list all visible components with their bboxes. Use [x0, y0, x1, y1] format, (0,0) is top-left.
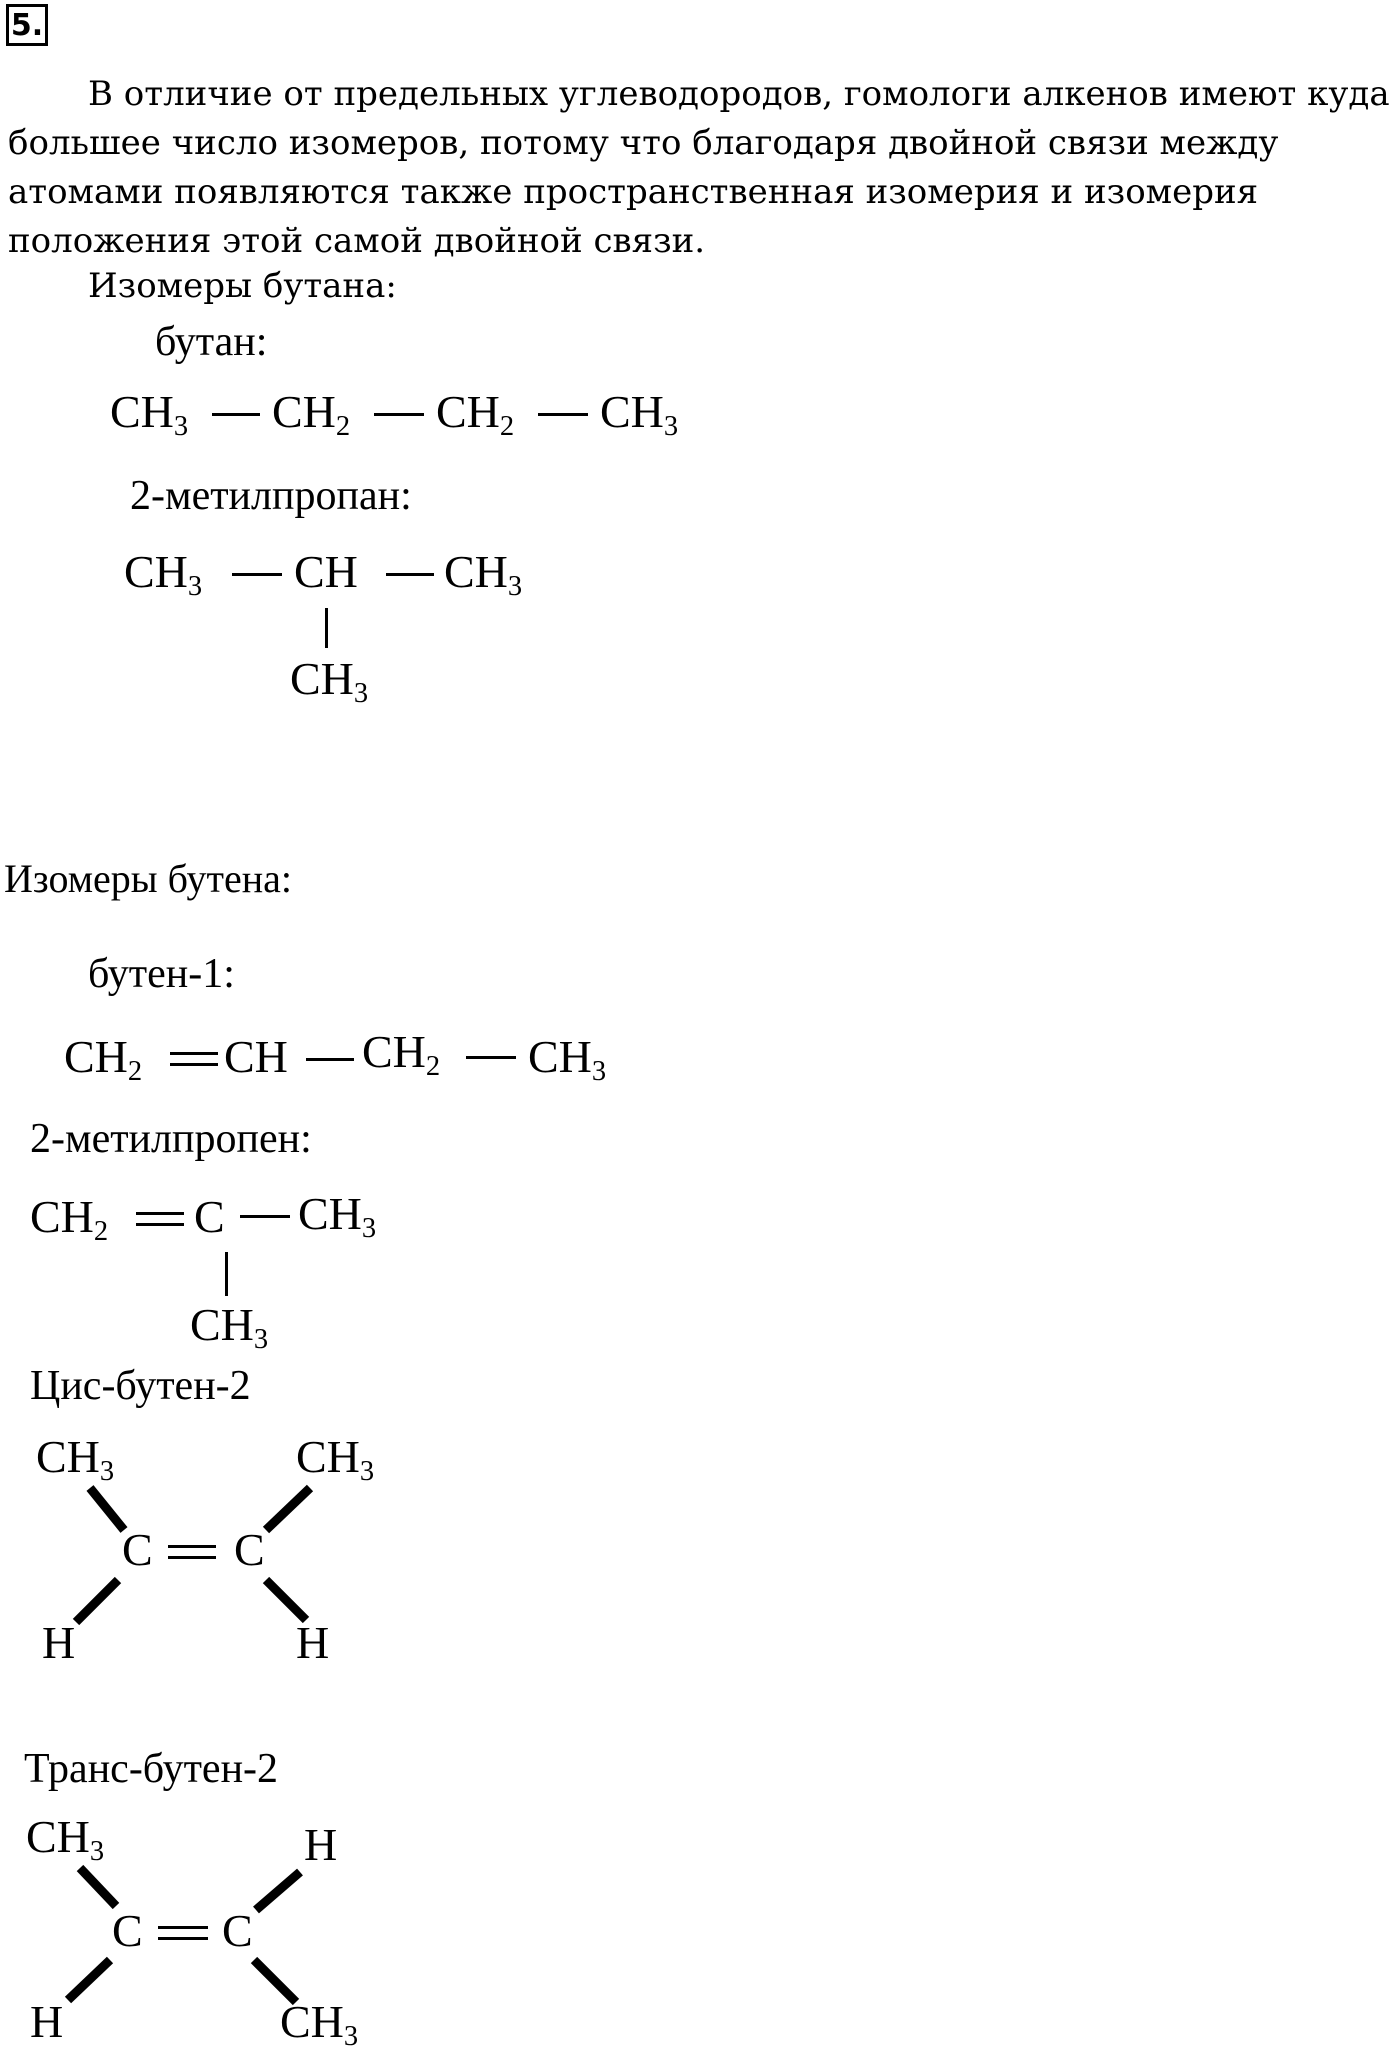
trans-ch3-top-left: CH3 [26, 1811, 105, 1867]
double-bond-line-1 [158, 1926, 208, 1929]
methylpropene-c: C [194, 1191, 225, 1242]
butane-ch3-end: CH3 [600, 386, 679, 442]
methylpropane-ch3-right: CH3 [444, 546, 523, 602]
butane-ch2-b: CH2 [436, 386, 515, 442]
cis-bond-h-right [262, 1576, 310, 1624]
butane-ch2-a: CH2 [272, 386, 351, 442]
methylpropene-label: 2-метилпропен: [30, 1116, 312, 1162]
cis-bond-h-left [72, 1576, 122, 1626]
butene1-ch2-b: CH2 [362, 1026, 441, 1082]
trans-bond-h-right [253, 1868, 303, 1914]
butene1-ch: CH [224, 1031, 288, 1082]
cis-butene2-label: Цис-бутен-2 [30, 1363, 251, 1409]
methylpropane-label: 2-метилпропан: [130, 473, 412, 519]
butene1-label: бутен-1: [88, 951, 235, 997]
butene1-ch3: CH3 [528, 1031, 607, 1087]
double-bond-line-1 [136, 1212, 184, 1215]
trans-h-bottom-left: H [30, 1996, 64, 2047]
cis-c-left: C [122, 1524, 153, 1575]
methylpropane-ch3-bottom: CH3 [290, 653, 369, 709]
methylpropane-ch: CH [294, 546, 358, 597]
cis-ch3-left: CH3 [36, 1431, 115, 1487]
methylpropene-ch3-bottom: CH3 [190, 1299, 269, 1355]
intro-paragraph: В отличие от предельных углеводородов, г… [8, 74, 1390, 261]
trans-bond-ch3-left [76, 1864, 120, 1910]
methylpropene-ch3-right: CH3 [298, 1188, 377, 1244]
double-bond-line-1 [170, 1052, 218, 1055]
butane-isomers-heading: Изомеры бутана: [88, 266, 397, 306]
single-bond [374, 413, 424, 416]
trans-bond-h-left [64, 1956, 114, 2004]
butene1-ch2: CH2 [64, 1031, 143, 1087]
cis-ch3-right: CH3 [296, 1431, 375, 1487]
cis-bond-ch3-right [262, 1484, 314, 1534]
single-bond [306, 1058, 354, 1061]
atom-ch3: CH3 [110, 386, 189, 442]
cis-h-left: H [42, 1617, 76, 1668]
cis-bond-ch3-left [86, 1485, 128, 1533]
trans-h-top-right: H [304, 1819, 338, 1870]
single-bond-vertical [225, 1252, 228, 1296]
single-bond-vertical [325, 608, 328, 648]
methylpropane-ch3-left: CH3 [124, 546, 203, 602]
single-bond [386, 573, 434, 576]
task-number: 5. [6, 4, 48, 46]
double-bond-line-2 [136, 1223, 184, 1226]
butene-isomers-heading: Изомеры бутена: [4, 856, 292, 901]
single-bond [240, 1215, 290, 1218]
double-bond-line-2 [170, 1063, 218, 1066]
butane-label: бутан: [155, 319, 268, 365]
trans-c-left: C [112, 1905, 143, 1956]
butane-formula: CH3 [110, 385, 189, 442]
trans-bond-ch3-right [250, 1956, 300, 2006]
single-bond [466, 1056, 516, 1059]
single-bond [232, 573, 282, 576]
methylpropene-ch2: CH2 [30, 1191, 109, 1247]
single-bond [538, 413, 588, 416]
trans-butene2-label: Транс-бутен-2 [24, 1746, 279, 1792]
single-bond [212, 413, 260, 416]
cis-h-right: H [296, 1617, 330, 1668]
trans-ch3-bottom-right: CH3 [280, 1996, 359, 2052]
cis-c-right: C [234, 1524, 265, 1575]
double-bond-line-2 [158, 1937, 208, 1940]
double-bond-line-1 [168, 1545, 216, 1548]
trans-c-right: C [222, 1905, 253, 1956]
double-bond-line-2 [168, 1556, 216, 1559]
